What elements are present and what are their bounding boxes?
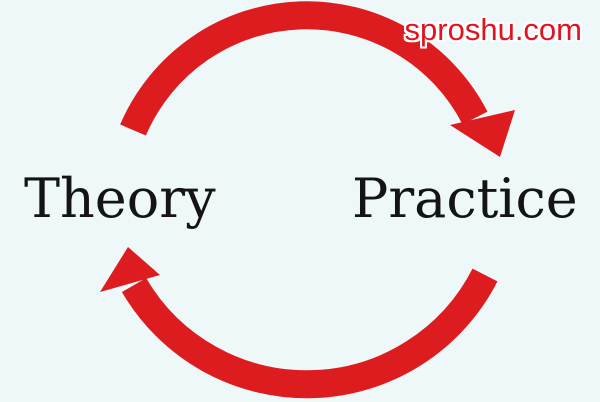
practice-label: Practice bbox=[352, 167, 578, 230]
arrow-practice-to-theory bbox=[121, 268, 498, 399]
arrowhead-left-icon bbox=[100, 247, 160, 292]
theory-label: Theory bbox=[24, 167, 216, 230]
arrow-theory-to-practice bbox=[120, 1, 488, 136]
arrowhead-right-icon bbox=[450, 110, 515, 157]
watermark-text: sproshu.com bbox=[404, 12, 582, 47]
